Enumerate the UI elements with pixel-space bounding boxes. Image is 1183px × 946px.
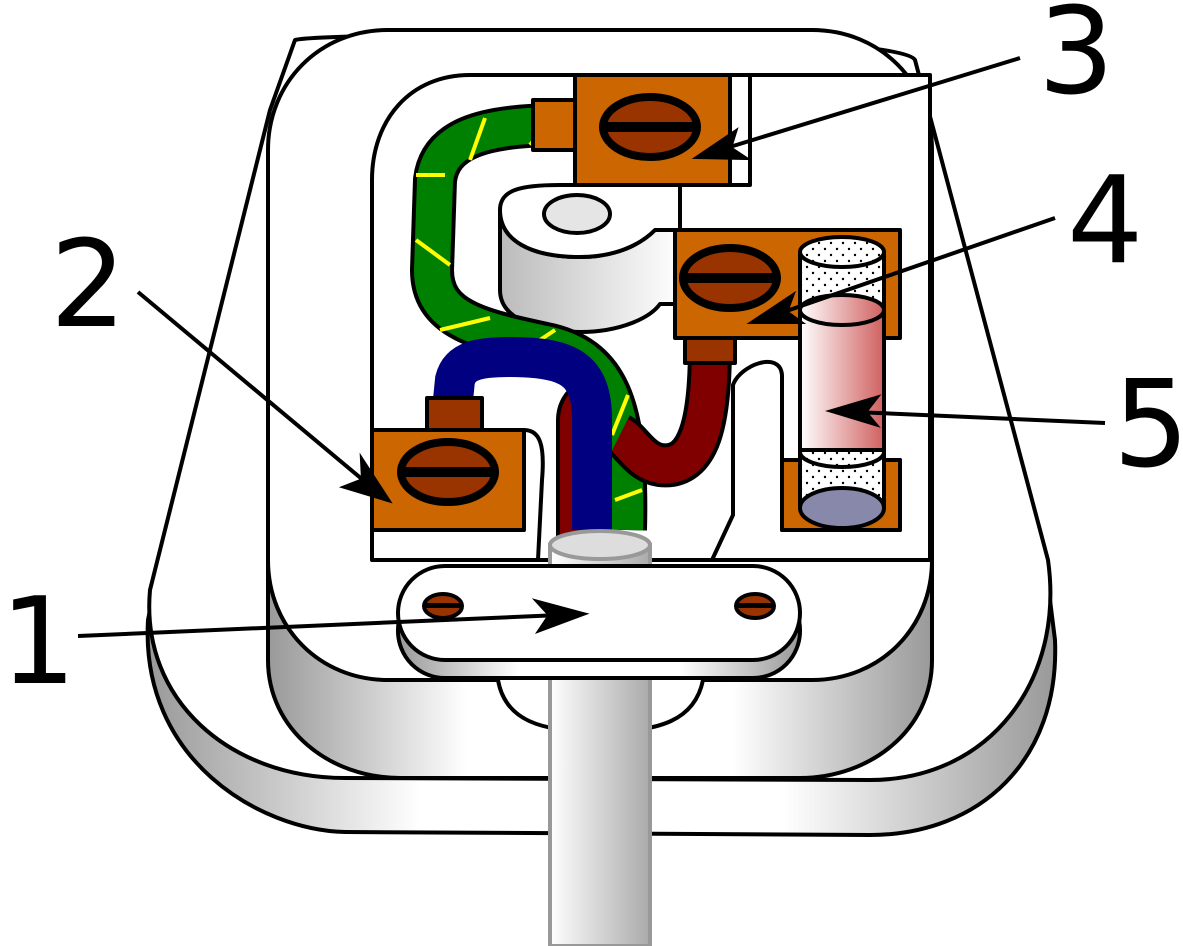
leader-lines: [77, 56, 1106, 638]
arrowhead-5: [825, 394, 882, 428]
label-2: 2: [50, 216, 126, 355]
fuse-post: [498, 183, 682, 334]
leader-5: [854, 410, 1106, 425]
earth-terminal: [531, 73, 752, 187]
arrowhead-2: [338, 452, 393, 504]
label-3: 3: [1038, 0, 1114, 122]
arrowhead-3: [691, 127, 752, 161]
leader-2: [136, 290, 377, 492]
arrowhead-1: [531, 598, 590, 635]
cord-grip: [396, 529, 802, 680]
label-5: 5: [1113, 356, 1183, 495]
neutral-terminal: [370, 396, 545, 561]
label-4: 4: [1067, 152, 1143, 291]
label-1: 1: [0, 573, 76, 712]
leader-1: [77, 613, 561, 638]
arrowhead-4: [746, 290, 807, 324]
leader-4: [774, 216, 1056, 317]
fuse: [710, 235, 902, 561]
earth-wire: [409, 103, 648, 531]
leader-3: [719, 56, 1021, 152]
